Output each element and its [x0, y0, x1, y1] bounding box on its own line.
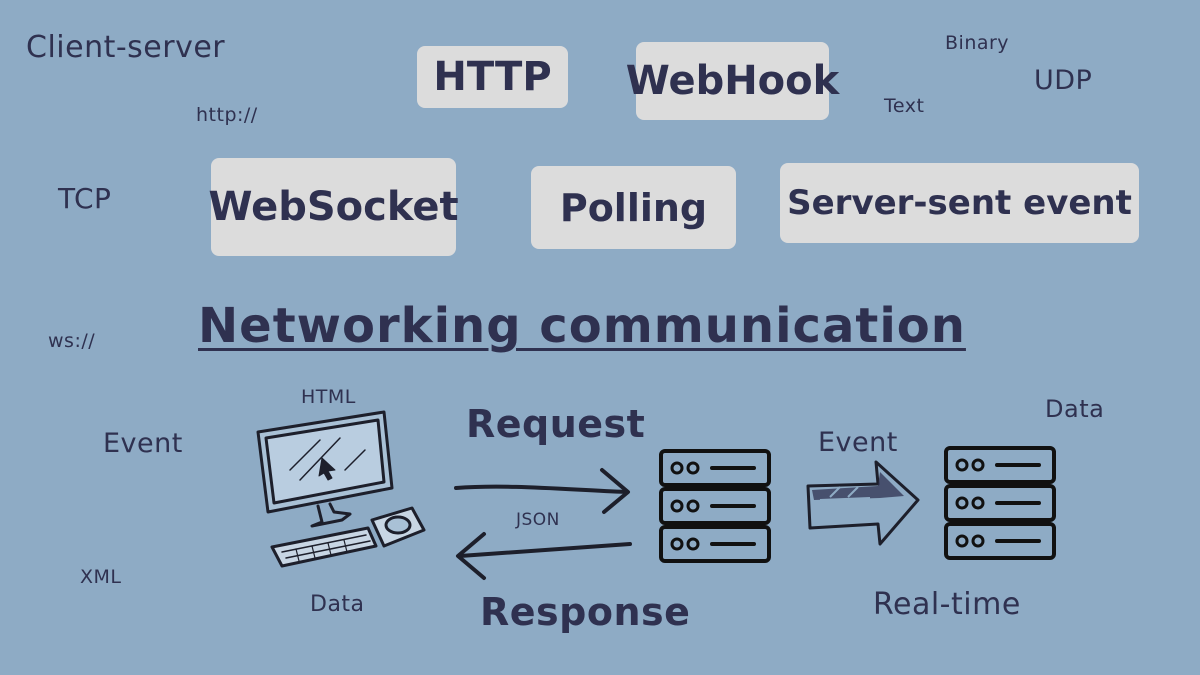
client-server-label: Client-server [26, 30, 226, 65]
ws-scheme-label: ws:// [48, 330, 96, 352]
http-label: HTTP [433, 54, 552, 100]
webhook-box: WebHook [626, 42, 839, 120]
sse-label: Server-sent event [787, 183, 1132, 223]
text-label: Text [884, 95, 925, 117]
webhook-label: WebHook [625, 58, 840, 104]
websocket-label: WebSocket [208, 184, 459, 230]
http-box: HTTP [417, 46, 568, 108]
http-scheme-label: http:// [196, 104, 258, 126]
server-icon [659, 449, 771, 563]
polling-box: Polling [531, 166, 736, 249]
polling-label: Polling [559, 185, 708, 230]
event-right-label: Event [818, 427, 898, 458]
page-title: Networking communication [198, 298, 966, 354]
block-arrow-icon [806, 460, 920, 546]
html-label: HTML [301, 386, 356, 408]
response-arrow-icon [456, 532, 632, 580]
request-label: Request [466, 402, 646, 446]
data-bottom-label: Data [310, 592, 365, 617]
computer-icon [256, 410, 426, 568]
tcp-label: TCP [58, 182, 112, 215]
udp-label: UDP [1034, 65, 1093, 96]
response-label: Response [480, 590, 691, 634]
data-right-label: Data [1045, 395, 1105, 423]
server-icon [944, 446, 1056, 560]
xml-label: XML [80, 566, 122, 588]
websocket-box: WebSocket [208, 158, 459, 256]
binary-label: Binary [945, 32, 1010, 54]
sse-box: Server-sent event [780, 163, 1139, 243]
event-left-label: Event [103, 428, 183, 459]
json-label: JSON [516, 510, 560, 530]
request-arrow-icon [454, 468, 630, 514]
realtime-label: Real-time [873, 587, 1021, 622]
